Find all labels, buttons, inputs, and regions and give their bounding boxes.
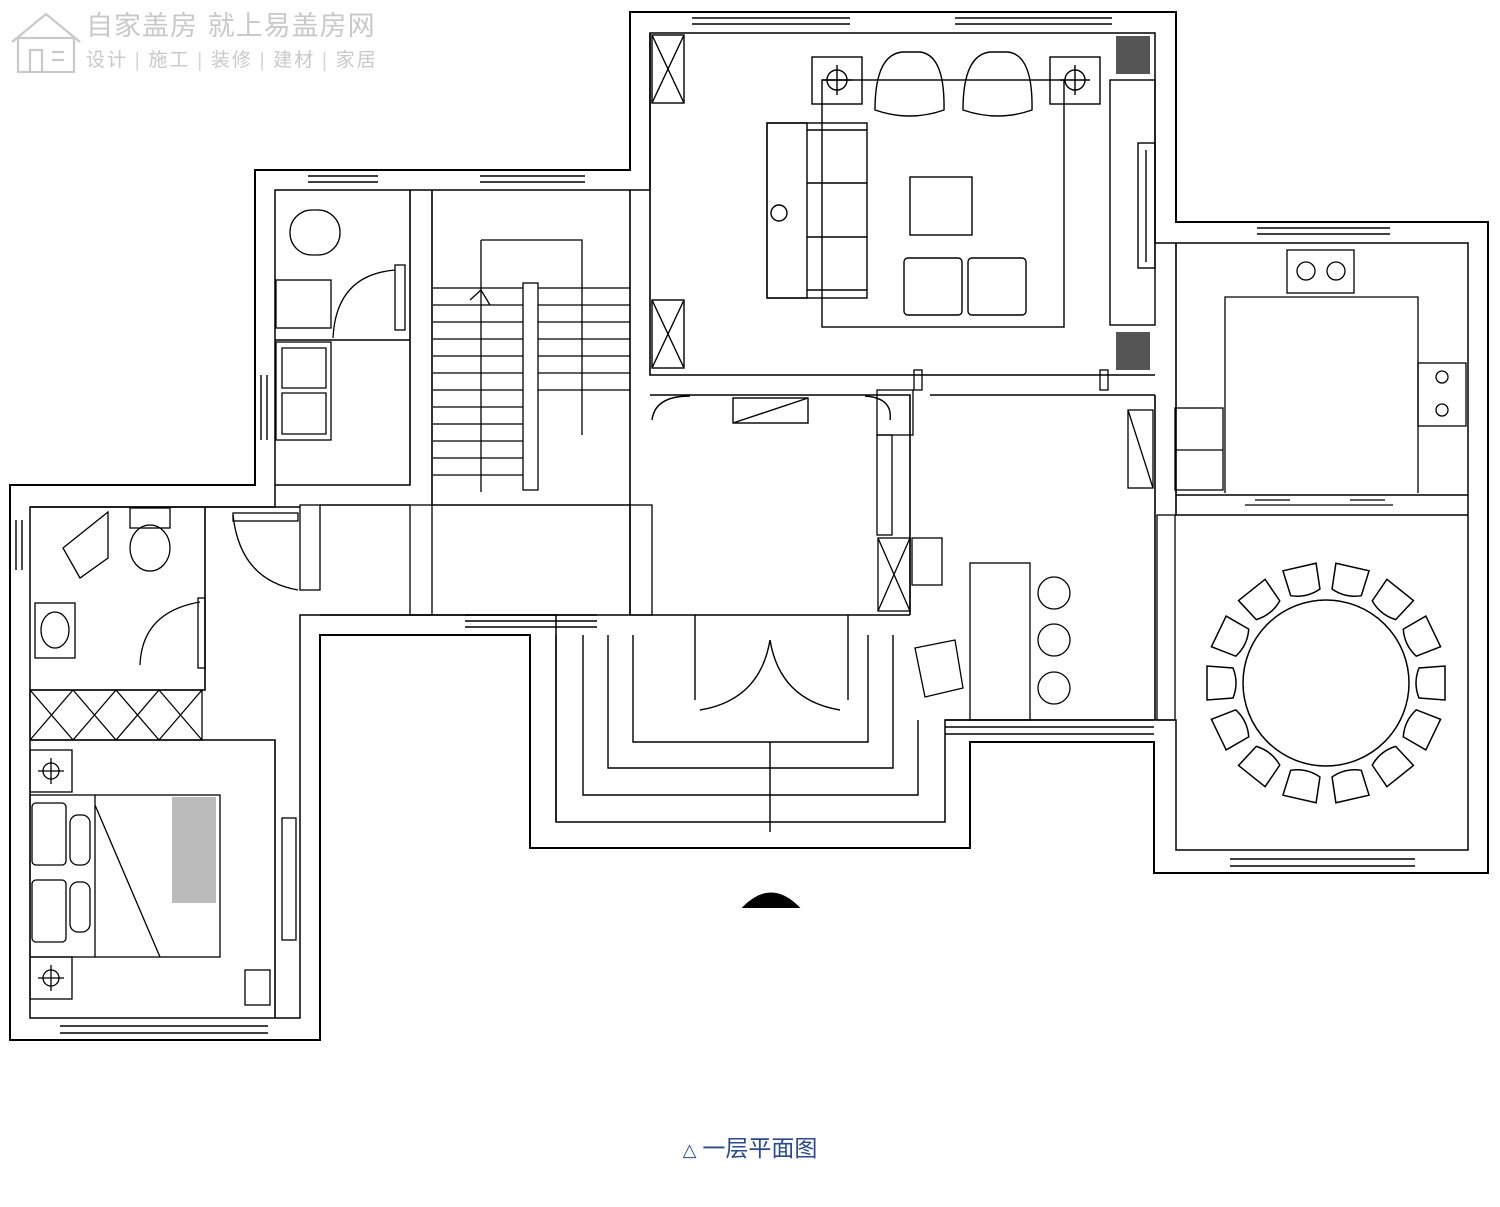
watermark-tagline: 设计|施工|装修|建材|家居 — [86, 49, 378, 71]
dining-chair — [1210, 708, 1250, 751]
dining-chair — [1210, 615, 1250, 658]
wardrobe — [29, 689, 203, 741]
exterior-wall-inner — [29, 32, 1469, 1019]
dining-chair — [1331, 562, 1371, 597]
interior-walls — [30, 33, 1468, 1018]
logo-house-icon — [11, 12, 81, 74]
dining-chair — [1402, 615, 1442, 658]
living-room — [651, 34, 1156, 369]
dining-chair — [1206, 665, 1237, 701]
dining-chair — [1237, 745, 1281, 788]
wc-upper — [275, 209, 406, 441]
bathroom-left — [34, 507, 299, 669]
triangle-marker-icon: △ — [682, 1140, 697, 1161]
entrance-porch — [555, 395, 919, 832]
tagline-item: 建材 — [273, 49, 316, 71]
caption-text: 一层平面图 — [702, 1136, 818, 1162]
dining-chair — [1415, 665, 1446, 701]
kitchen — [1127, 249, 1467, 506]
dining-chair — [1371, 745, 1415, 788]
bedroom — [29, 749, 297, 1006]
dining-chair — [1402, 708, 1442, 751]
north-arrow-icon — [741, 892, 801, 908]
round-dining-table — [1206, 562, 1446, 804]
watermark-brand: 自家盖房 就上易盖房网 — [86, 11, 376, 42]
dining-chair — [1237, 578, 1281, 621]
dining-chair — [1331, 769, 1371, 804]
staircase — [433, 239, 630, 492]
plan-caption: △一层平面图 — [0, 1134, 1500, 1166]
exterior-wall-outer — [9, 11, 1489, 1041]
tagline-item: 设计 — [86, 49, 129, 71]
dining-chair — [1371, 578, 1415, 621]
column-markers — [299, 369, 1176, 721]
plant-icon — [1116, 36, 1150, 370]
tagline-item: 家居 — [335, 49, 378, 71]
tagline-item: 装修 — [210, 49, 253, 71]
dining-chair — [1281, 562, 1321, 597]
bar-counter — [877, 537, 1071, 721]
dining-chair — [1281, 769, 1321, 804]
tagline-item: 施工 — [148, 49, 191, 71]
windows — [9, 11, 1415, 1041]
